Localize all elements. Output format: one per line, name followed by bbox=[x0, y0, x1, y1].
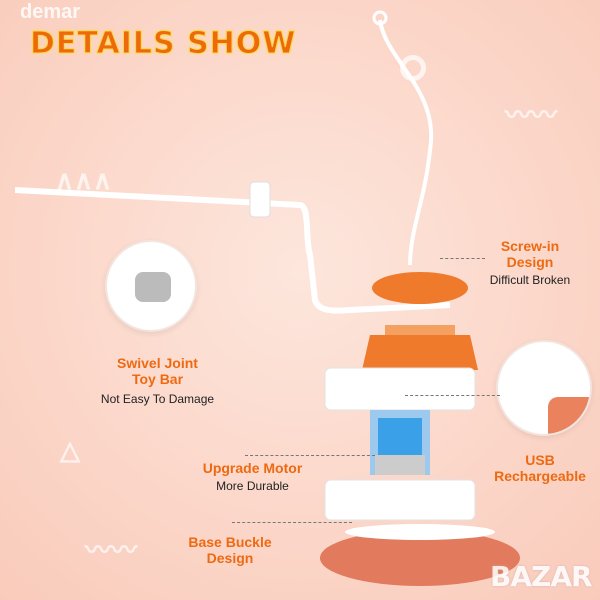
feature-title: Design bbox=[506, 254, 554, 270]
feature-base: Base Buckle Design bbox=[170, 534, 290, 566]
feature-title: Upgrade Motor bbox=[202, 460, 303, 476]
feature-screw-in: Screw-in Design Difficult Broken bbox=[470, 238, 590, 287]
watermark-bottom: BAZAR bbox=[490, 560, 593, 593]
feature-title: USB bbox=[525, 452, 555, 468]
feature-subtitle: More Durable bbox=[216, 479, 289, 493]
feature-subtitle: Difficult Broken bbox=[489, 273, 571, 287]
leader-line bbox=[440, 258, 485, 259]
feature-title: Screw-in bbox=[500, 238, 560, 254]
leader-line bbox=[245, 455, 375, 456]
swivel-joint-zoom-circle bbox=[105, 240, 197, 332]
usb-port-zoom-circle bbox=[496, 340, 592, 436]
leader-line bbox=[232, 522, 352, 523]
feature-title: Rechargeable bbox=[494, 468, 586, 484]
page-title: DETAILS SHOW bbox=[29, 26, 297, 61]
feature-title: Base Buckle bbox=[188, 534, 272, 550]
feature-subtitle: Not Easy To Damage bbox=[100, 392, 215, 406]
feature-usb: USB Rechargeable bbox=[480, 452, 600, 484]
watermark-top: demar bbox=[20, 1, 81, 23]
feature-title: Design bbox=[206, 550, 254, 566]
decor-triangle: △ bbox=[60, 435, 80, 465]
feature-title: Swivel Joint bbox=[117, 355, 198, 371]
decor-wave: 〰〰 bbox=[505, 100, 558, 130]
feature-swivel: Swivel Joint Toy Bar Not Easy To Damage bbox=[70, 355, 245, 406]
leader-line bbox=[405, 395, 500, 396]
decor-wave: 〰〰 bbox=[85, 535, 138, 565]
feature-title: Toy Bar bbox=[131, 371, 184, 387]
feature-motor: Upgrade Motor More Durable bbox=[180, 460, 325, 493]
